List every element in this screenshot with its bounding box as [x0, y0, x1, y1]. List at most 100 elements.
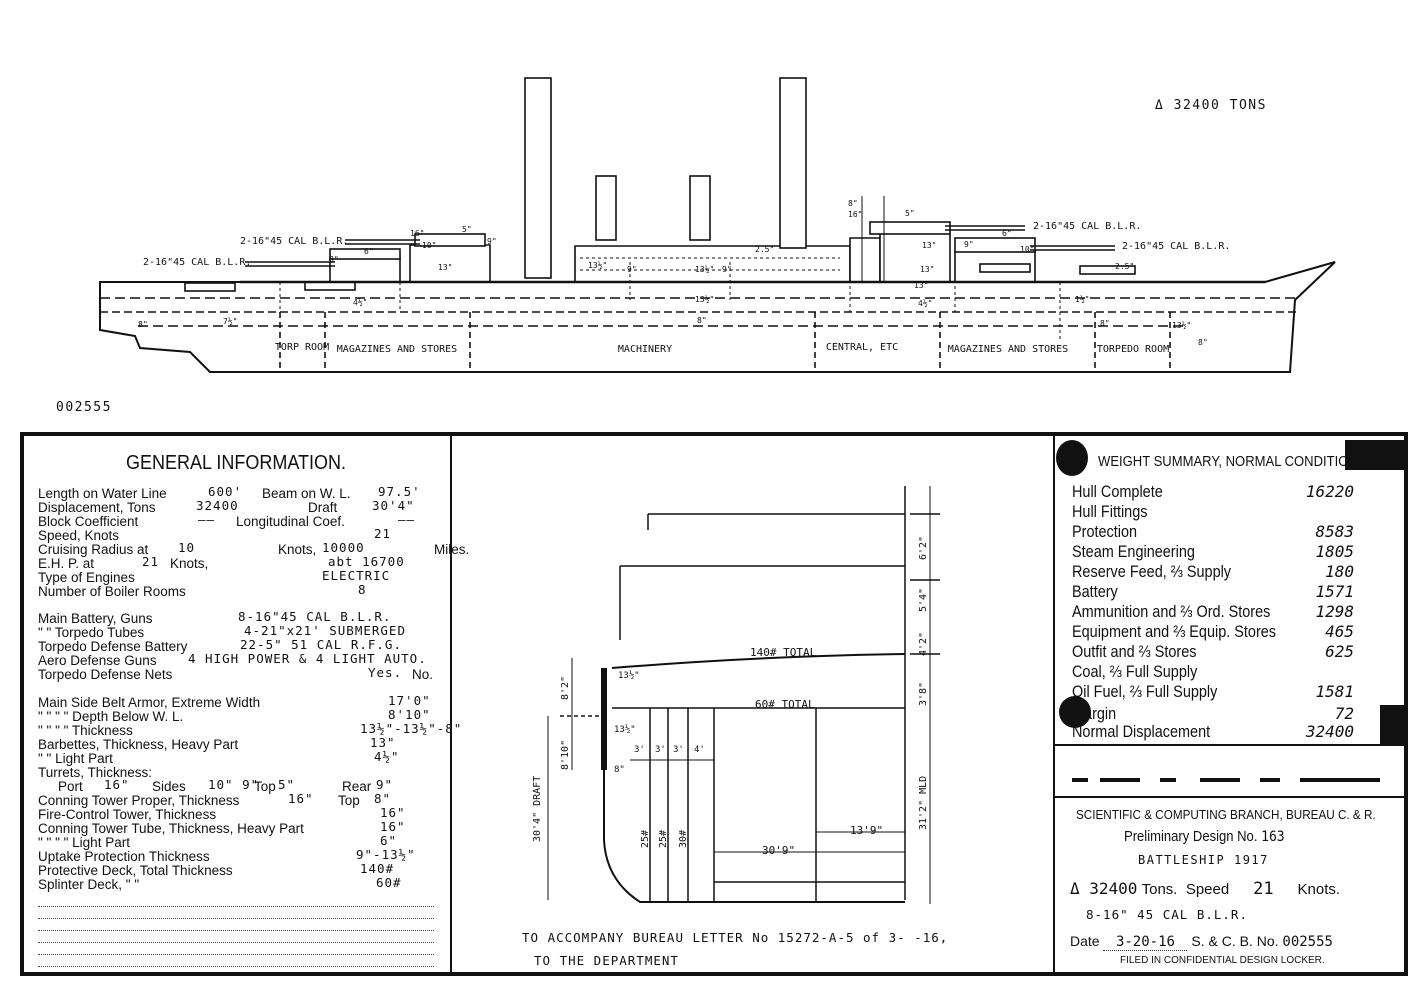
compartment-label: MAGAZINES AND STORES	[948, 344, 1068, 355]
weight-value: 625	[1325, 642, 1354, 661]
general-info-value: 22-5" 51 CAL R.F.G.	[240, 637, 402, 652]
general-info-value: 17'0"	[388, 693, 431, 708]
turret-top-label: Top	[254, 779, 276, 794]
deck-label-60: 60# TOTAL	[755, 698, 815, 711]
belt-label: 13½"	[618, 670, 640, 681]
tons-speed-row: Δ 32400 Tons. Speed 21 Knots.	[1070, 879, 1340, 899]
weight-value: 1571	[1315, 582, 1354, 601]
height-label: 3'8"	[918, 682, 929, 706]
blank-line	[38, 930, 434, 931]
general-info-label: Torpedo Defense Battery	[38, 639, 188, 654]
below-wl-label: 8'10"	[560, 740, 571, 770]
general-info-value: 21	[374, 526, 392, 541]
general-info-value: ——	[398, 512, 416, 527]
general-info-label: No.	[412, 667, 434, 682]
armor-mark: 13"	[920, 265, 934, 274]
weight-value: 465	[1325, 622, 1354, 641]
armor-mark: 4½"	[353, 297, 367, 307]
general-info-row: " " " " Depth Below W. L.8'10"	[38, 708, 436, 724]
general-info-row: Turrets, Thickness:	[38, 766, 436, 780]
weight-value: 1805	[1315, 542, 1354, 561]
turret-sides-label: Sides	[152, 779, 186, 794]
general-info-value: 6"	[380, 833, 398, 848]
compartment-label: MAGAZINES AND STORES	[337, 344, 457, 355]
armor-mark: 9"	[964, 240, 974, 249]
turret-port-value: 16"	[104, 777, 130, 792]
branch-name: SCIENTIFIC & COMPUTING BRANCH, BUREAU C.…	[1076, 807, 1376, 822]
bulkhead-label: 3'	[673, 745, 684, 755]
general-info-row: Block Coefficient——Longitudinal Coef.——	[38, 512, 436, 529]
armor-mark: 8"	[138, 320, 148, 329]
general-info-row: Torpedo Defense Battery 22-5" 51 CAL R.F.…	[38, 637, 436, 654]
general-info-row: " " Light Part 4½"	[38, 749, 436, 766]
turret-rear-value: 9"	[376, 777, 394, 792]
general-info-label: Top	[338, 793, 360, 808]
weight-value: 8583	[1315, 522, 1354, 541]
height-label: 4'2"	[918, 632, 929, 656]
armor-mark: 13½"	[588, 260, 607, 270]
blank-line	[38, 954, 434, 955]
armor-mark: 13"	[922, 241, 936, 250]
tons-value: Δ 32400	[1070, 879, 1138, 898]
weight-value: 32400	[1305, 722, 1354, 741]
general-info-value: Yes.	[368, 665, 403, 680]
armor-mark: 13½"	[695, 264, 714, 274]
general-info-label: Number of Boiler Rooms	[38, 584, 186, 599]
armor-mark: 10"	[422, 241, 436, 250]
general-info-label: Longitudinal Coef.	[236, 514, 345, 529]
general-info-value: 97.5'	[378, 484, 421, 499]
general-info-label: " " Light Part	[38, 751, 113, 766]
above-wl-label: 8'2"	[560, 676, 571, 700]
compartment-label: MACHINERY	[618, 344, 672, 355]
weight-label: Oil Fuel, ⅔ Full Supply	[1072, 682, 1218, 701]
belt-label: 8"	[614, 765, 625, 775]
general-information-panel: GENERAL INFORMATION. Length on Water Lin…	[28, 440, 469, 970]
armor-mark: 10"	[1020, 245, 1034, 254]
armor-mark: 8"	[697, 316, 707, 325]
general-info-label: Splinter Deck, " "	[38, 877, 140, 892]
armor-mark: 8"	[1198, 338, 1208, 347]
general-info-value: 30'4"	[372, 498, 415, 513]
plating-label: 25#	[658, 830, 669, 848]
ship-type: BATTLESHIP 1917	[1138, 853, 1269, 867]
general-info-value: ELECTRIC	[322, 568, 391, 583]
general-info-value: ——	[198, 512, 216, 527]
weight-label: Protection	[1072, 522, 1138, 541]
bulkhead-label: 3'	[655, 745, 666, 755]
design-number: 163	[1261, 829, 1285, 845]
aft-lower-gun-label: 2-16"45 CAL B.L.R.	[1122, 241, 1230, 252]
weight-value: 16220	[1305, 482, 1354, 501]
design-number-row: Preliminary Design No. 163	[1124, 829, 1285, 845]
turret-top-value: 5"	[278, 777, 296, 792]
weight-label: Hull Fittings	[1072, 502, 1148, 521]
turret-port-label: Port	[58, 779, 83, 794]
weight-label: Normal Displacement	[1072, 722, 1211, 741]
general-info-value: 4½"	[374, 749, 400, 764]
general-info-label: Type of Engines	[38, 570, 135, 585]
displacement-note: Δ 32400 TONS	[1155, 98, 1267, 113]
weight-label: Margin	[1072, 704, 1117, 723]
weight-label: Coal, ⅔ Full Supply	[1072, 662, 1198, 681]
general-info-label: Main Battery, Guns	[38, 611, 153, 626]
knots-label: Knots.	[1297, 881, 1341, 898]
general-info-value: 16"	[380, 805, 406, 820]
belt-label: 13½"	[614, 724, 636, 735]
scb-label: S. & C. B. No.	[1191, 933, 1279, 949]
fwd-upper-gun-label: 2-16"45 CAL B.L.R.	[240, 236, 348, 247]
general-info-value: 4 HIGH POWER & 4 LIGHT AUTO.	[188, 651, 427, 666]
weight-label: Equipment and ⅔ Equip. Stores	[1072, 622, 1277, 641]
general-info-label: Uptake Protection Thickness	[38, 849, 210, 864]
deck-label-140: 140# TOTAL	[750, 646, 817, 659]
plan-number: 002555	[56, 400, 112, 415]
general-info-value: 9"-13½"	[356, 847, 416, 862]
bulkhead-label: 4'	[694, 745, 705, 755]
armor-mark: 6"	[1002, 229, 1012, 238]
general-info-label: Miles.	[434, 542, 470, 557]
armor-mark: 8"	[1100, 319, 1110, 328]
